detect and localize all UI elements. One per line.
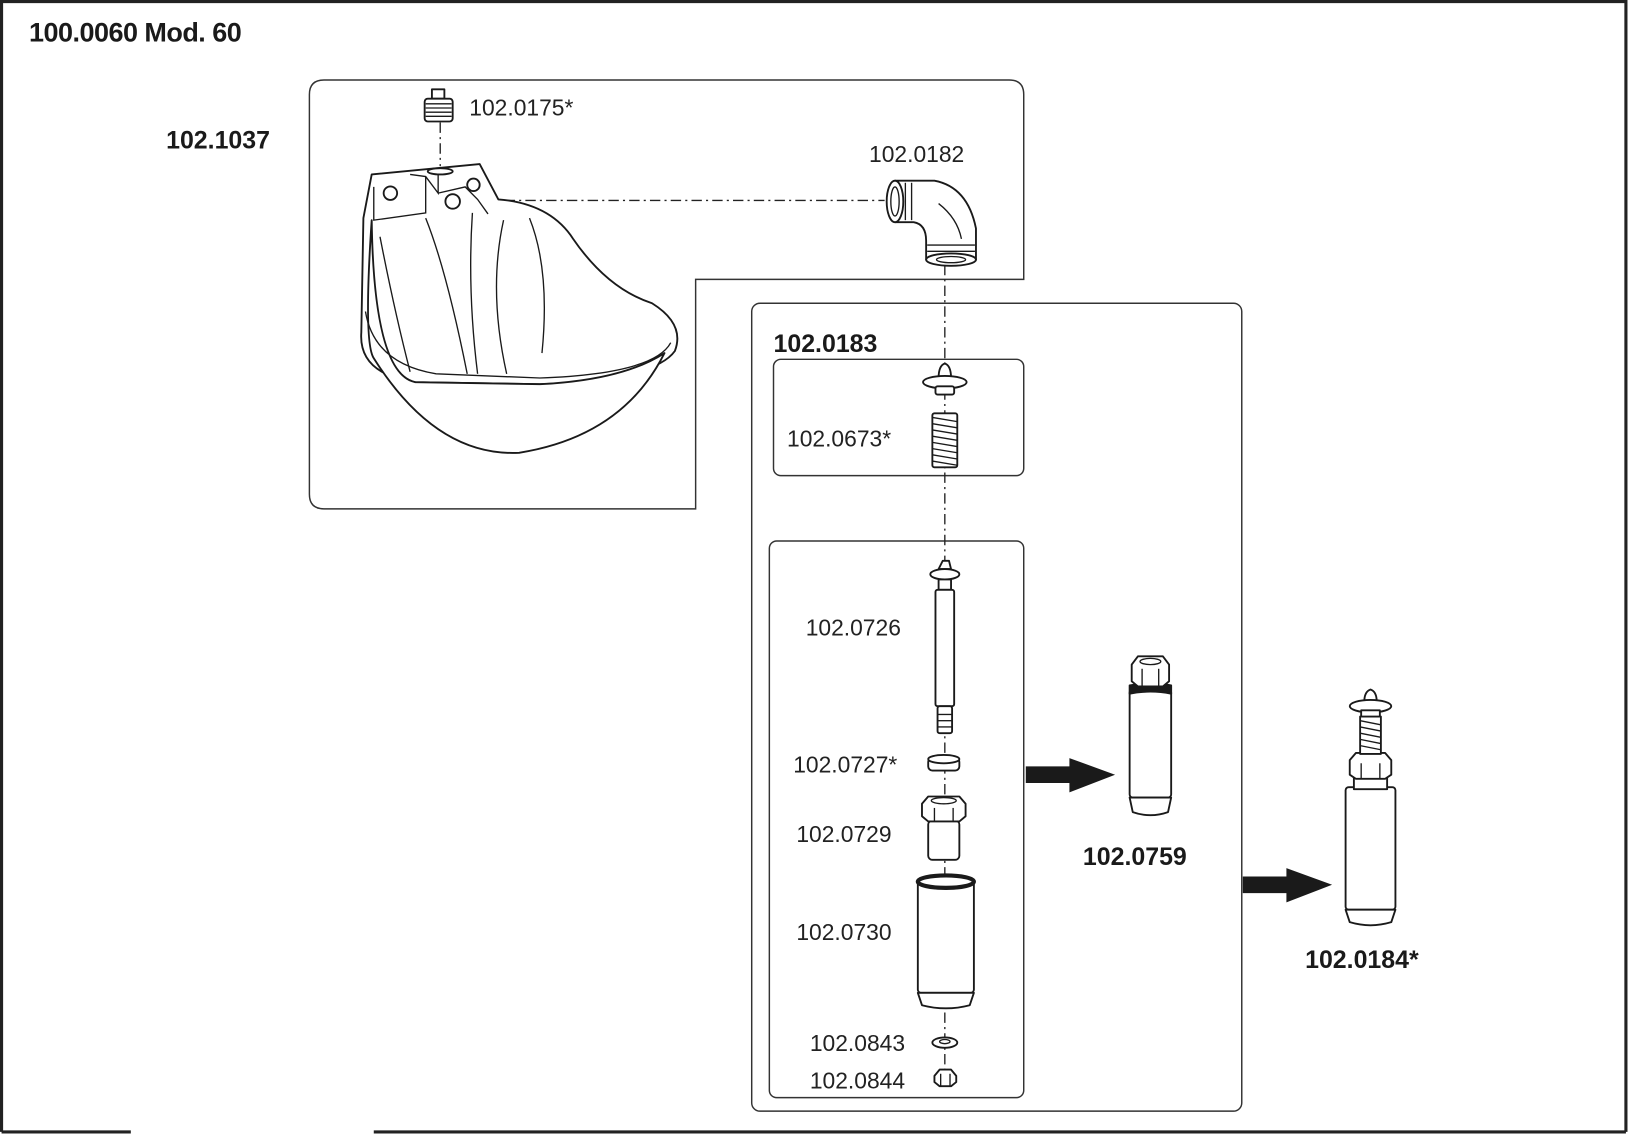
spring-label: 102.0673* (787, 426, 891, 452)
spring-icon (931, 412, 959, 469)
threaded-plug-icon (423, 88, 454, 123)
seal-ring-icon (927, 754, 961, 772)
valve-group-label: 102.0183 (774, 330, 878, 358)
hex-nut-fitting-icon (921, 795, 967, 861)
elbow-label: 102.0182 (869, 141, 964, 167)
elbow-fitting-icon (885, 179, 977, 267)
bowl-group-box (308, 79, 1025, 510)
nut-fitting-label: 102.0729 (796, 821, 891, 847)
washer-label: 102.0843 (810, 1030, 905, 1056)
bowl-group-label: 102.1037 (166, 126, 270, 154)
valve-group-box (750, 302, 1243, 1112)
assembly-mid-label: 102.0759 (1083, 843, 1187, 871)
drinking-bowl-icon (360, 163, 679, 454)
diagram-title: 100.0060 Mod. 60 (29, 18, 241, 48)
washer-icon (931, 1036, 959, 1049)
nut-label: 102.0844 (810, 1067, 906, 1093)
assembly-final-label: 102.0184* (1305, 946, 1419, 974)
valve-assembly-icon (1344, 688, 1397, 927)
arrow-right-icon (1242, 868, 1333, 903)
spring-subgroup-box (772, 358, 1025, 477)
hex-nut-icon (933, 1068, 958, 1088)
pin-subgroup-box (768, 540, 1025, 1099)
sleeve-assembly-icon (1128, 655, 1173, 817)
plug-label: 102.0175* (469, 94, 573, 120)
arrow-right-icon (1025, 758, 1116, 793)
sleeve-label: 102.0730 (796, 919, 891, 945)
valve-cap-icon (922, 362, 968, 396)
seal-label: 102.0727* (793, 752, 897, 778)
sleeve-icon (915, 873, 976, 1010)
valve-pin-icon (929, 559, 961, 735)
pin-label: 102.0726 (806, 615, 901, 641)
